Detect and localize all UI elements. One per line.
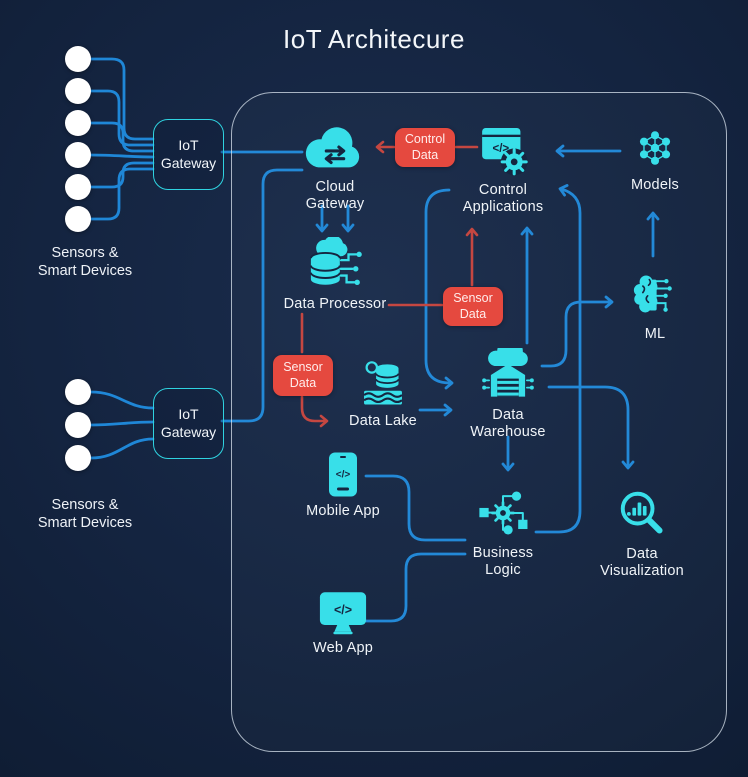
wire-gateway2-cloud	[220, 168, 304, 423]
node-label: Mobile App	[306, 503, 380, 519]
wire-sensor1-2	[89, 89, 155, 147]
sensor-dot	[65, 110, 91, 136]
edge-mobileapp-businesslogic	[364, 474, 467, 542]
edge-warehouse-ml	[540, 295, 614, 368]
wire-sensor1-6	[89, 167, 155, 221]
data-lake-icon	[363, 361, 403, 405]
business-logic-icon	[479, 491, 528, 535]
control-data-badge: Control Data	[395, 128, 455, 167]
node-label: Web App	[313, 640, 373, 656]
data-processor-icon	[309, 237, 362, 286]
sensor-dot	[65, 174, 91, 200]
node-data-visualization: Data Visualization	[582, 485, 702, 580]
edge-businesslogic-controlapps	[534, 184, 582, 534]
code-glyph: </>	[334, 603, 352, 617]
node-label: Control Applications	[462, 182, 544, 216]
web-app-icon: </>	[319, 592, 367, 635]
node-label: Data Warehouse	[470, 407, 546, 441]
edge-warehouse-datavisualization	[547, 385, 635, 470]
node-label: Cloud Gateway	[305, 179, 365, 213]
node-mobile-app: </> Mobile App	[283, 451, 403, 520]
sensor-data-badge-label: Sensor Data	[283, 359, 323, 390]
wire-sensor2-2	[89, 420, 155, 427]
node-web-app: </> Web App	[283, 590, 403, 657]
iot-gateway-1-label: IoT Gateway	[160, 137, 217, 171]
node-label: Data Visualization	[600, 546, 684, 580]
node-data-processor: Data Processor	[275, 237, 395, 313]
sensor-dot	[65, 379, 91, 405]
data-visualization-icon	[620, 491, 663, 534]
control-applications-icon: </>	[481, 128, 528, 176]
iot-gateway-2: IoT Gateway	[153, 388, 224, 459]
node-cloud-gateway: Cloud Gateway	[275, 124, 395, 213]
control-data-badge-label: Control Data	[404, 131, 446, 162]
sensor-dot	[65, 412, 91, 438]
node-label: ML	[644, 326, 666, 342]
node-data-lake: Data Lake	[323, 358, 443, 430]
page-title: IoT Architecure	[283, 24, 465, 54]
node-label: Business Logic	[472, 545, 534, 579]
wire-sensor1-3	[89, 121, 155, 153]
wire-sensor2-3	[89, 437, 155, 460]
wire-sensor1-5	[89, 161, 155, 189]
models-icon	[639, 131, 671, 165]
node-data-warehouse: Data Warehouse	[448, 348, 568, 441]
sensor-group-2-label: Sensors & Smart Devices	[37, 497, 133, 531]
mobile-app-icon: </>	[329, 452, 357, 497]
cloud-sync-icon	[305, 127, 360, 168]
sensor-data-badge-left: Sensor Data	[273, 355, 333, 396]
sensor-data-badge-label: Sensor Data	[453, 290, 493, 321]
node-label: Data Processor	[283, 296, 387, 312]
node-control-applications: </> Control Applications	[443, 120, 563, 216]
node-label: Data Lake	[349, 413, 417, 429]
sensor-dot	[65, 445, 91, 471]
sensor-data-badge-center: Sensor Data	[443, 287, 503, 326]
node-business-logic: Business Logic	[443, 486, 563, 579]
node-ml: ML	[595, 269, 715, 343]
wire-sensor2-1	[89, 390, 155, 410]
iot-gateway-2-label: IoT Gateway	[160, 406, 217, 440]
node-models: Models	[595, 124, 715, 194]
sensor-dot	[65, 206, 91, 232]
sensor-dot	[65, 46, 91, 72]
code-glyph: </>	[336, 470, 351, 481]
sensor-dot	[65, 142, 91, 168]
data-warehouse-icon	[482, 348, 534, 397]
edge-webapp-businesslogic	[364, 552, 467, 623]
edge-sensordata-datalake	[300, 395, 329, 428]
sensor-dot	[65, 78, 91, 104]
sensor-group-1-label: Sensors & Smart Devices	[37, 245, 133, 279]
iot-gateway-1: IoT Gateway	[153, 119, 224, 190]
edge-controlapps-warehouse	[424, 188, 454, 390]
wire-sensor1-1	[89, 57, 155, 141]
wire-sensor1-4	[89, 153, 155, 159]
architecture-panel	[231, 92, 727, 752]
ml-brain-icon	[633, 275, 672, 313]
node-label: Models	[631, 177, 679, 193]
